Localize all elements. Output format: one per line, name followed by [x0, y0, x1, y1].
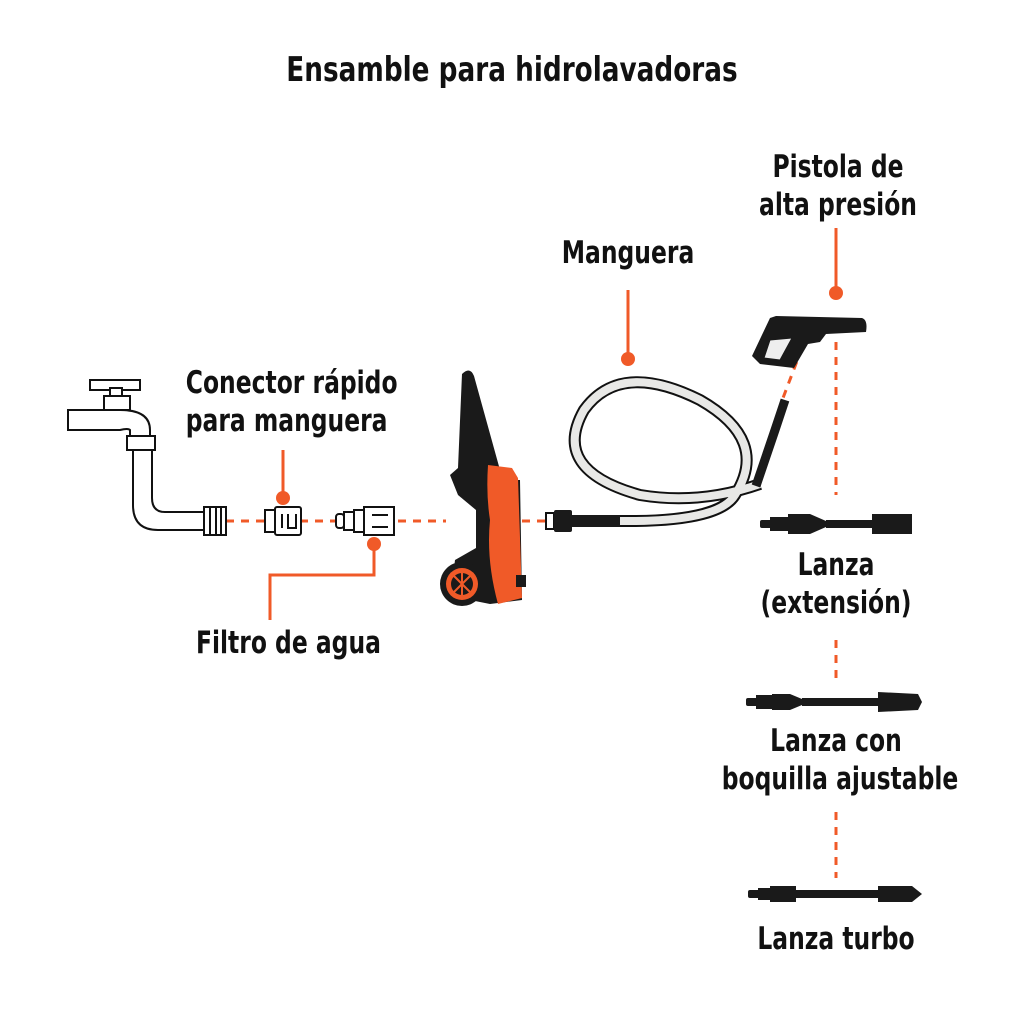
spray-gun-icon — [752, 316, 867, 368]
label-lanza-extension: Lanza (extensión) — [760, 547, 912, 621]
faucet-icon — [67, 379, 227, 536]
page-title: Ensamble para hidrolavadoras — [286, 50, 738, 90]
label-lanza-turbo: Lanza turbo — [757, 921, 915, 957]
quick-connector-icon — [264, 506, 302, 536]
hose-icon — [545, 376, 790, 532]
extension-lance-icon — [760, 514, 912, 534]
adjustable-lance-icon — [746, 692, 922, 712]
label-conector: Conector rápido para manguera — [185, 365, 398, 439]
label-filtro: Filtro de agua — [196, 625, 381, 661]
callout-leaders — [268, 228, 838, 620]
label-pistola: Pistola de alta presión — [759, 149, 917, 223]
dashed-connector-lines — [226, 342, 838, 878]
label-lanza-boquilla: Lanza con boquilla ajustable — [721, 723, 959, 797]
pressure-washer-icon — [440, 370, 526, 606]
label-manguera: Manguera — [561, 235, 695, 271]
water-filter-icon — [335, 506, 395, 536]
callout-dots — [276, 286, 843, 551]
turbo-lance-icon — [748, 886, 922, 902]
